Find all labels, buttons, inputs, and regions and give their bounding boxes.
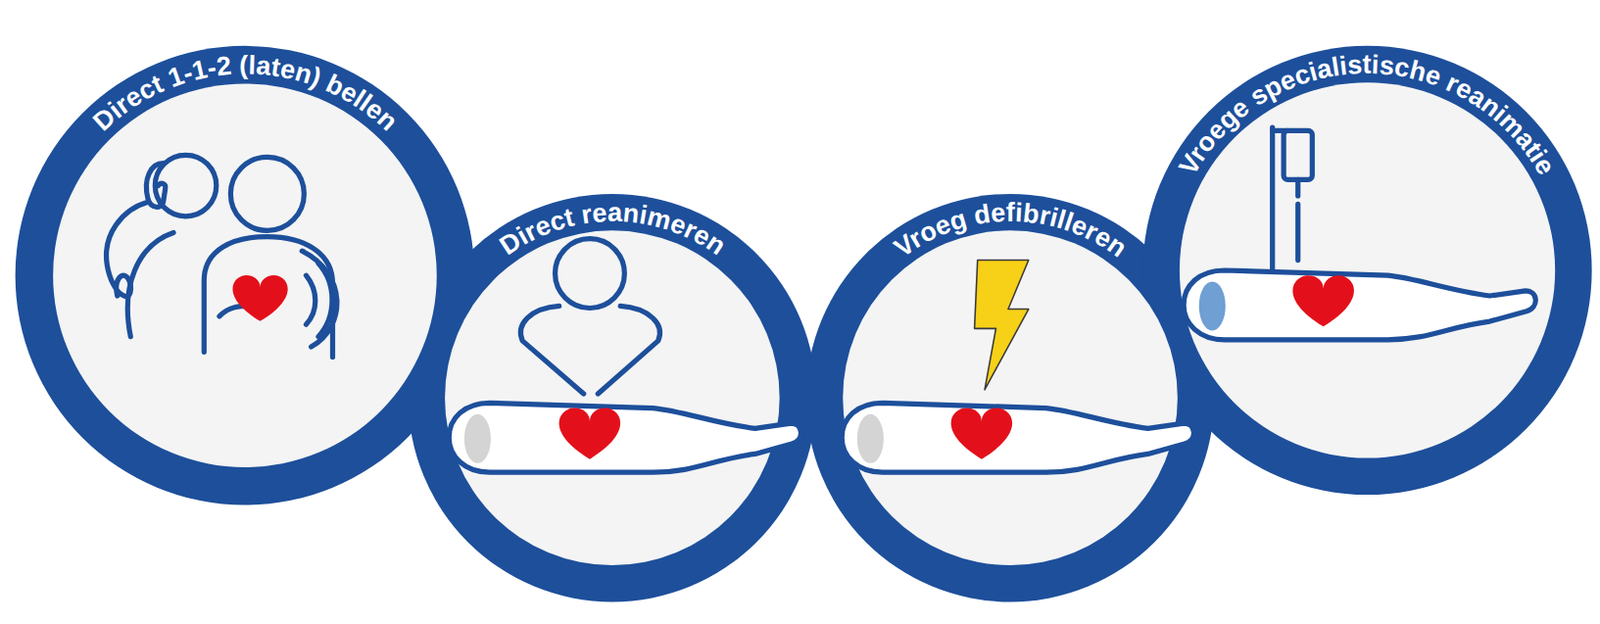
chain-link: Direct reanimeren <box>408 193 818 603</box>
ring-label-layer: Vroege specialistische reanimatie <box>1142 46 1592 495</box>
ring-label-layer: Direct 1-1-2 (laten) bellen <box>15 46 476 506</box>
chain-graphics <box>15 46 1593 603</box>
step-title: Direct 1-1-2 (laten) bellen <box>87 49 403 137</box>
heart <box>1293 275 1355 327</box>
ring-label-layer: Direct reanimeren <box>408 193 818 603</box>
iv-stand <box>1272 127 1313 278</box>
step-title: Vroege specialistische reanimatie <box>1173 49 1562 181</box>
patient <box>841 402 1194 473</box>
step-title: Direct reanimeren <box>493 197 730 261</box>
heart <box>232 275 288 322</box>
patient <box>1183 270 1536 340</box>
ring-label-layer: Vroeg defibrilleren <box>806 193 1215 603</box>
lightning-bolt <box>974 260 1029 390</box>
step-title: Vroeg defibrilleren <box>888 197 1132 263</box>
chain-link: Vroeg defibrilleren <box>806 193 1215 603</box>
patient <box>448 402 801 473</box>
heart <box>559 408 621 460</box>
chain-link: Vroege specialistische reanimatie <box>1142 46 1592 495</box>
calling-icon <box>106 154 338 357</box>
patient-head <box>1199 281 1226 331</box>
heart <box>951 408 1013 460</box>
chain-link: Direct 1-1-2 (laten) bellen <box>15 46 476 506</box>
patient-head <box>464 414 491 464</box>
ring-discs <box>15 46 1593 603</box>
rescuer-icon <box>520 239 660 394</box>
patient-head <box>857 414 884 464</box>
ring-inner <box>52 82 1555 566</box>
